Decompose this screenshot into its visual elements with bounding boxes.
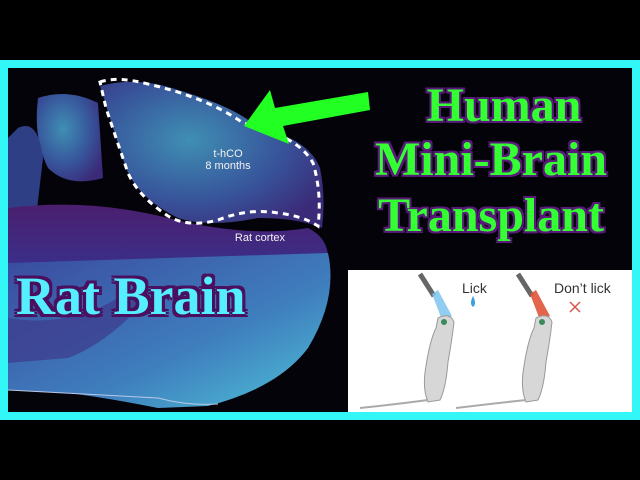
arrow-left-icon (244, 90, 370, 144)
organoid-label-line2: 8 months (205, 160, 251, 172)
rat-illustrations (359, 272, 581, 409)
dont-lick-label: Don’t lick (554, 280, 611, 296)
water-drop-icon (471, 296, 475, 307)
rat-lick-illustration (359, 272, 475, 409)
title-line-2: Mini-Brain (374, 133, 607, 186)
thumbnail-frame: t-hCO 8 months Rat cortex Human Mini-Bra… (0, 60, 640, 420)
rat-dont-lick-illustration (455, 272, 581, 409)
brain-micrograph (8, 77, 370, 408)
rat-cortex-label: Rat cortex (234, 232, 286, 244)
organoid-label-line1: t-hCO (213, 148, 243, 160)
organoid-label: t-hCO 8 months (188, 148, 268, 172)
subject-label: Rat Brain (16, 266, 246, 326)
lick-label: Lick (462, 280, 487, 296)
x-mark-icon (569, 301, 581, 313)
title-line-1: Human (426, 79, 582, 132)
behavior-inset: Lick Don’t lick (348, 270, 632, 412)
thumbnail-canvas: t-hCO 8 months Rat cortex Human Mini-Bra… (8, 68, 632, 412)
title-line-3: Transplant (378, 189, 604, 242)
